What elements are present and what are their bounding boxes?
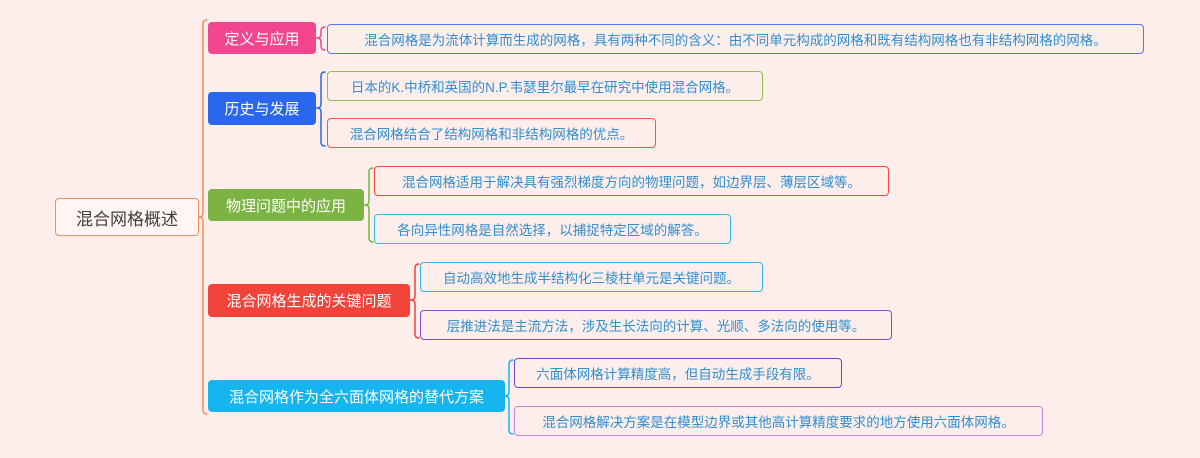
connector-key-generation-issues bbox=[409, 263, 420, 339]
connector-hex-mesh-alternative bbox=[504, 359, 514, 435]
connector-history-development bbox=[315, 71, 326, 147]
topic-hex-mesh-alternative[interactable]: 混合网格作为全六面体网格的替代方案 bbox=[208, 380, 505, 412]
connector-physics-applications bbox=[363, 167, 374, 243]
subtopic-key-issues-1[interactable]: 自动高效地生成半结构化三棱柱单元是关键问题。 bbox=[420, 262, 763, 292]
subtopic-history-2[interactable]: 混合网格结合了结构网格和非结构网格的优点。 bbox=[327, 118, 656, 148]
subtopic-definition-1[interactable]: 混合网格是为流体计算而生成的网格，具有两种不同的含义：由不同单元构成的网格和既有… bbox=[327, 24, 1144, 54]
subtopic-physics-1[interactable]: 混合网格适用于解决具有强烈梯度方向的物理问题，如边界层、薄层区域等。 bbox=[374, 166, 889, 196]
topic-definition-application[interactable]: 定义与应用 bbox=[208, 22, 316, 54]
topic-history-development[interactable]: 历史与发展 bbox=[208, 92, 316, 125]
subtopic-hex-alternative-2[interactable]: 混合网格解决方案是在模型边界或其他高计算精度要求的地方使用六面体网格。 bbox=[514, 406, 1043, 436]
topic-key-generation-issues[interactable]: 混合网格生成的关键问题 bbox=[208, 284, 410, 317]
root-topic[interactable]: 混合网格概述 bbox=[55, 198, 199, 236]
topic-physics-applications[interactable]: 物理问题中的应用 bbox=[208, 189, 364, 221]
connector-root-to-topics bbox=[198, 19, 208, 415]
subtopic-history-1[interactable]: 日本的K.中桥和英国的N.P.韦瑟里尔最早在研究中使用混合网格。 bbox=[327, 71, 763, 101]
connector-definition-application bbox=[315, 26, 326, 51]
subtopic-hex-alternative-1[interactable]: 六面体网格计算精度高，但自动生成手段有限。 bbox=[514, 358, 842, 388]
subtopic-physics-2[interactable]: 各向异性网格是自然选择，以捕捉特定区域的解答。 bbox=[374, 214, 731, 244]
subtopic-key-issues-2[interactable]: 层推进法是主流方法，涉及生长法向的计算、光顺、多法向的使用等。 bbox=[420, 310, 892, 340]
